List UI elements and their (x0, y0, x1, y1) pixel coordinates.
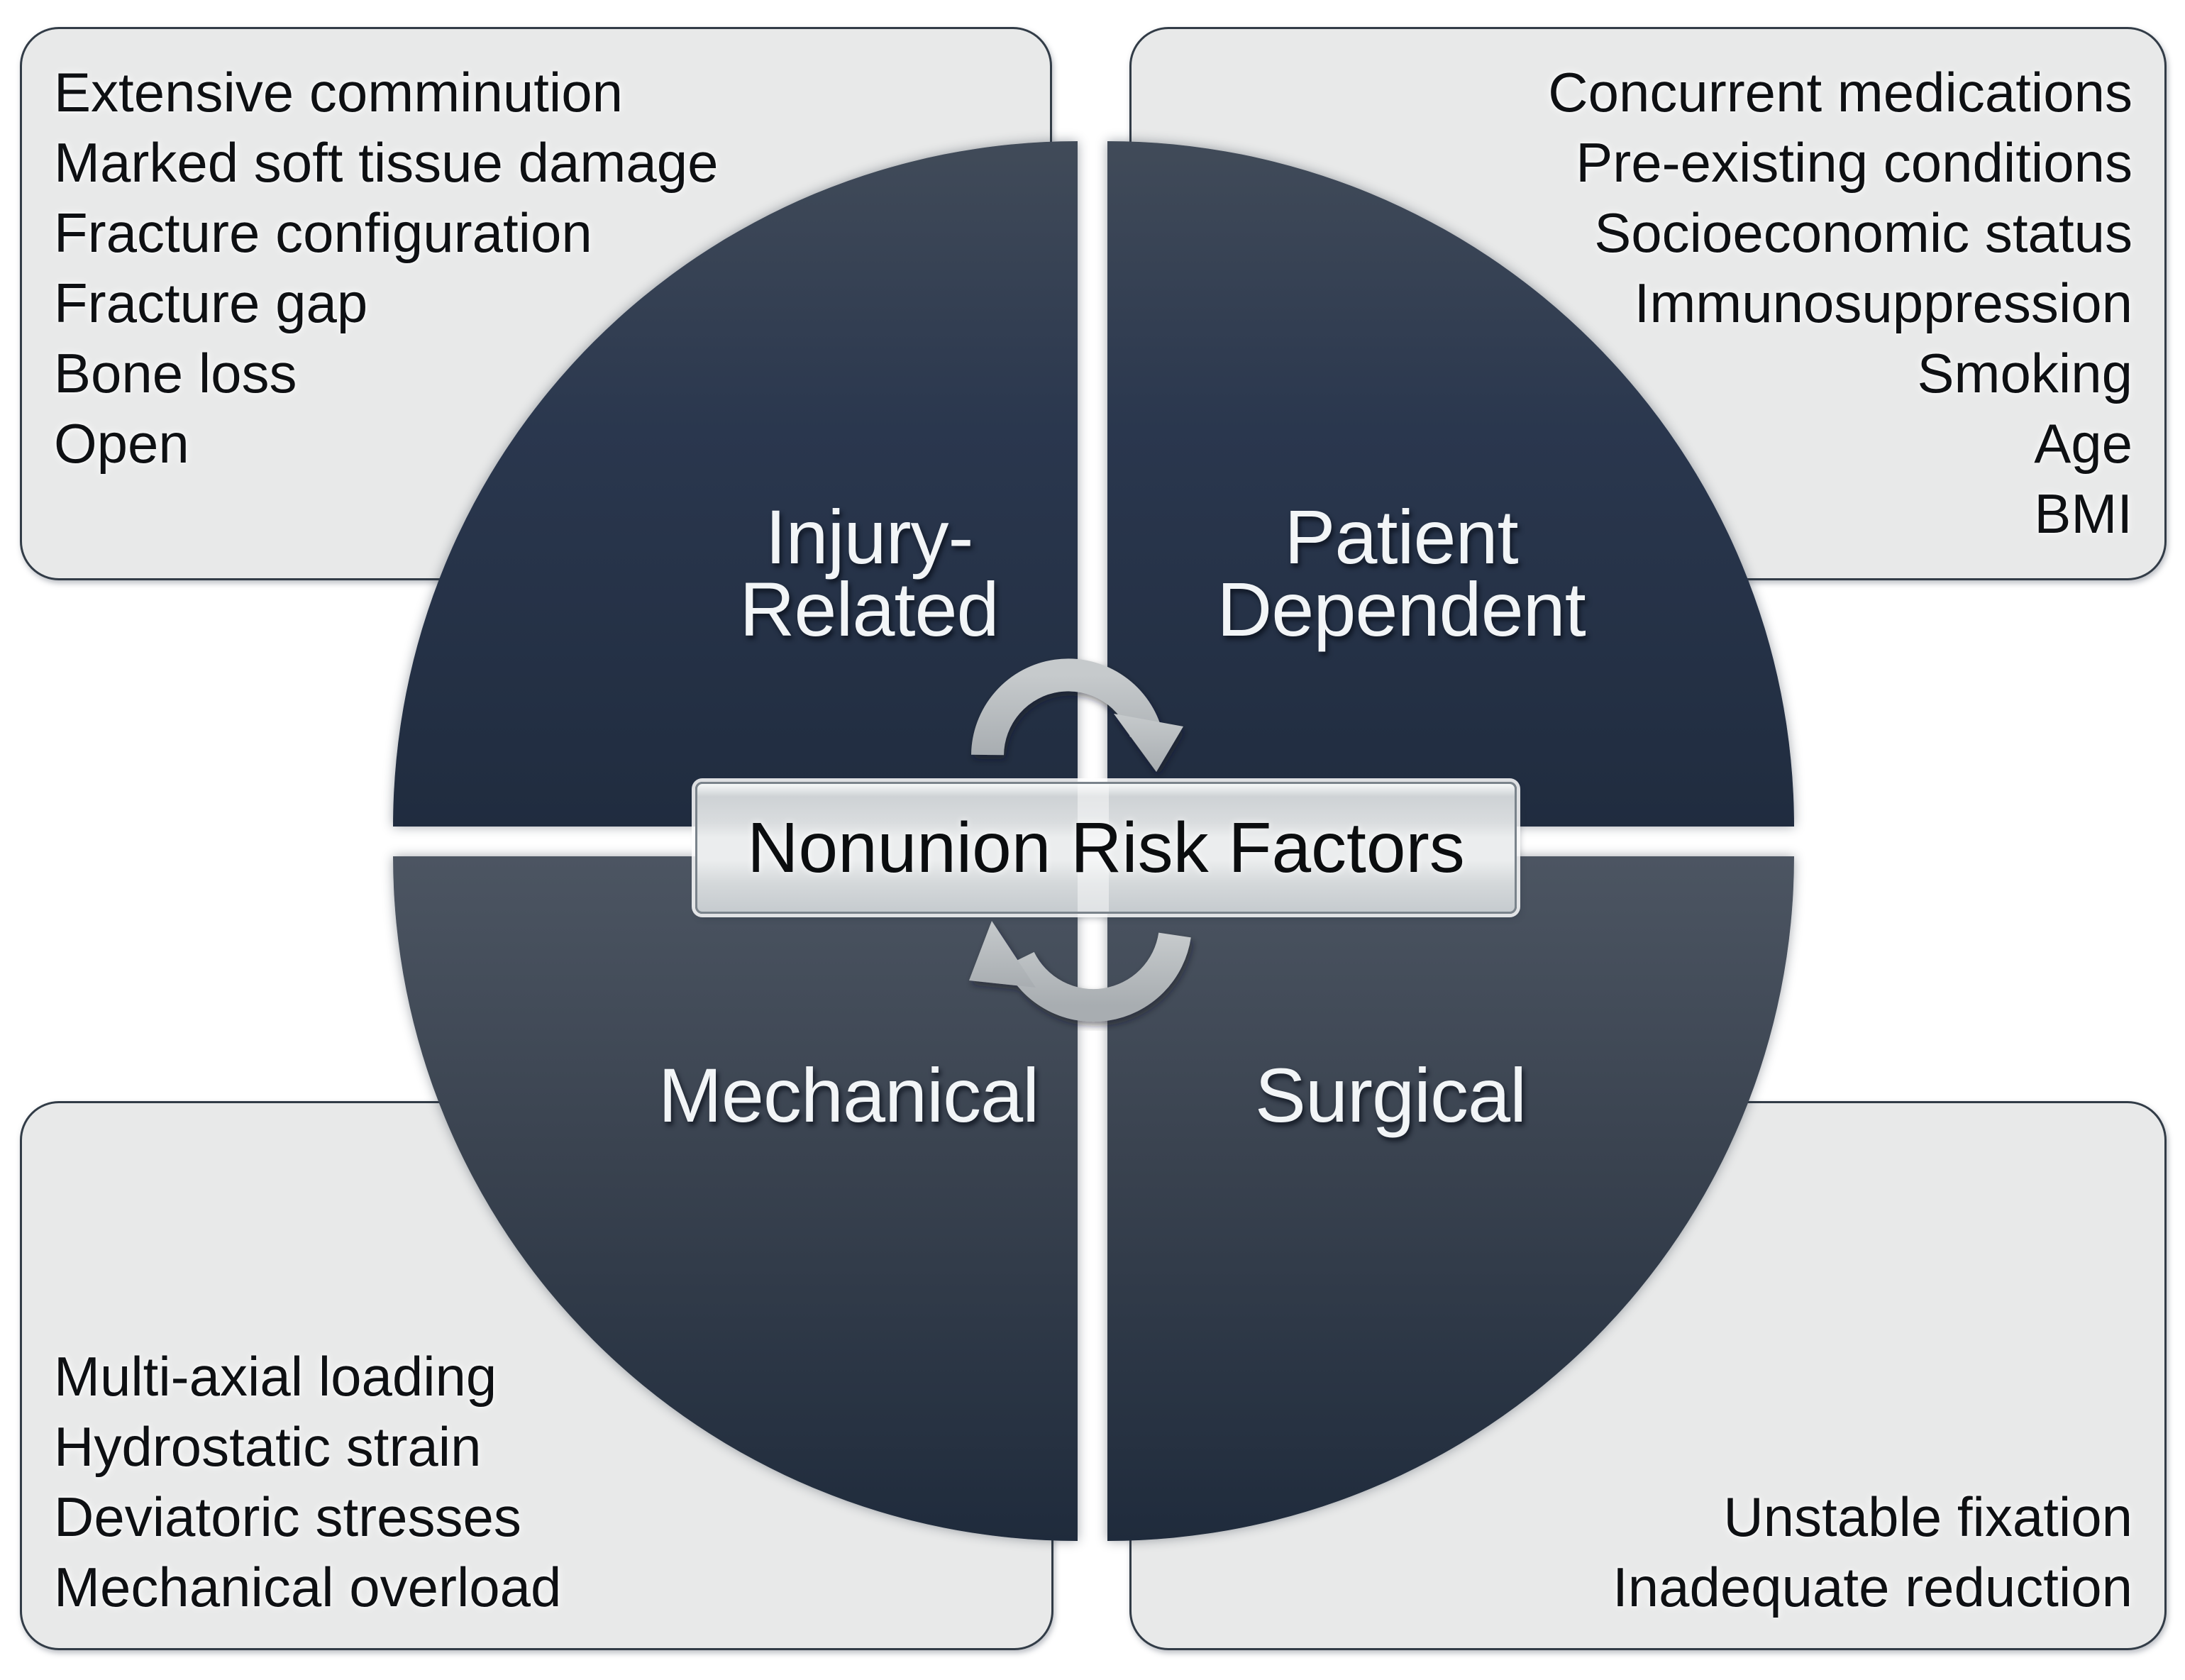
factor-item: Bone loss (54, 342, 297, 404)
factor-item: Marked soft tissue damage (54, 131, 719, 194)
diagram-title: Nonunion Risk Factors (747, 807, 1465, 888)
factor-item: Concurrent medications (1548, 61, 2133, 123)
factor-item: Multi-axial loading (54, 1345, 497, 1408)
label-line: Dependent (1217, 566, 1586, 652)
factor-item: Inadequate reduction (1613, 1556, 2133, 1618)
factor-item: Pre-existing conditions (1576, 131, 2133, 194)
factor-item: Hydrostatic strain (54, 1415, 482, 1478)
center-title-panel: Nonunion Risk Factors (695, 782, 1517, 914)
label-line: Related (739, 566, 999, 652)
factor-item: Age (2034, 412, 2133, 475)
factor-item: Deviatoric stresses (54, 1486, 521, 1548)
label-line: Surgical (1254, 1052, 1527, 1138)
factor-item: Mechanical overload (54, 1556, 562, 1618)
label-line: Patient (1284, 494, 1518, 580)
rotate-clockwise-bottom-arrow-icon (969, 921, 1191, 1022)
quadrant-label-injury-related: Injury- Related (739, 494, 999, 652)
factor-item: Open (54, 412, 189, 475)
label-line: Mechanical (658, 1052, 1039, 1138)
quadrant-label-mechanical: Mechanical (658, 1052, 1039, 1138)
factor-item: Extensive comminution (54, 61, 624, 123)
quadrant-label-surgical: Surgical (1254, 1052, 1527, 1138)
divider-highlight (1078, 784, 1109, 912)
factor-item: Smoking (1917, 342, 2133, 404)
factor-item: Socioeconomic status (1594, 201, 2133, 264)
factor-item: Fracture gap (54, 272, 368, 334)
factor-item: Unstable fixation (1723, 1486, 2133, 1548)
factor-item: Fracture configuration (54, 201, 592, 264)
rotate-clockwise-top-arrow-icon (971, 658, 1183, 772)
factor-item: BMI (2034, 482, 2133, 545)
quadrant-label-patient-dependent: Patient Dependent (1217, 494, 1586, 652)
factor-item: Immunosuppression (1634, 272, 2133, 334)
label-line: Injury- (765, 494, 973, 580)
